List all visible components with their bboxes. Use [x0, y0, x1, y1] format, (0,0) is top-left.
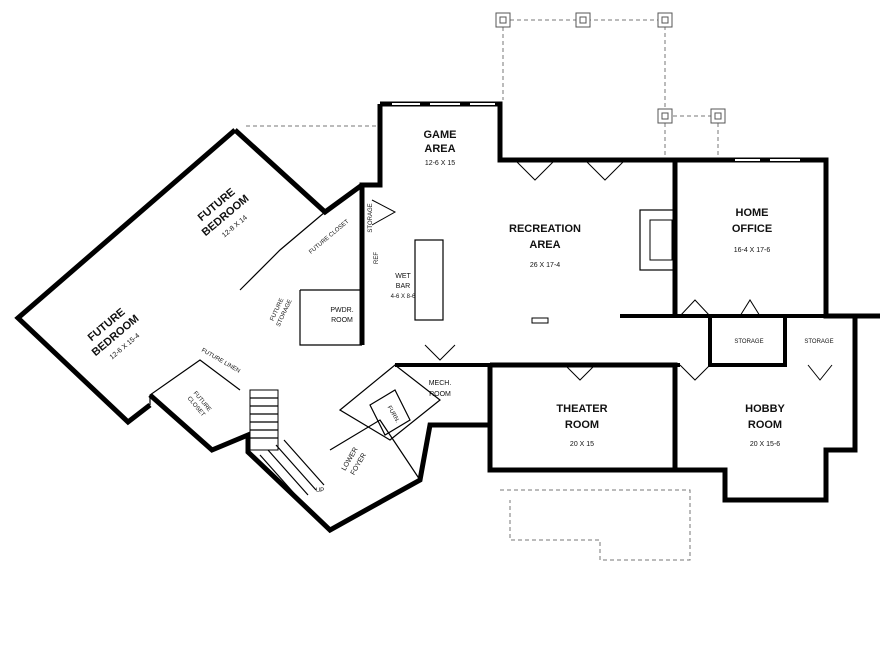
office-name2: OFFICE: [732, 223, 772, 235]
room-recreation-area: RECREATION AREA 26 X 17-4: [509, 223, 581, 269]
office-name1: HOME: [736, 207, 769, 219]
future-storage-label: FUTURE STORAGE: [270, 298, 294, 328]
room-theater: THEATER ROOM 20 X 15: [556, 403, 607, 448]
room-wet-bar: WET BAR 4-6 X 8-6: [391, 273, 416, 300]
pwdr-name2: ROOM: [331, 317, 353, 324]
future-linen-label: FUTURE LINEN: [200, 348, 241, 375]
theater-name2: ROOM: [565, 419, 599, 431]
game-area-name2: AREA: [424, 143, 455, 155]
exterior-walls: [14, 101, 880, 534]
mech-name1: MECH.: [429, 380, 452, 387]
doors: [371, 159, 833, 381]
room-mech: MECH. ROOM: [429, 380, 452, 398]
room-home-office: HOME OFFICE 16-4 X 17-6: [732, 207, 772, 254]
hobby-dims: 20 X 15-6: [750, 441, 780, 448]
recreation-dims: 26 X 17-4: [530, 262, 560, 269]
storage-c-label: STORAGE: [804, 339, 833, 345]
furn-label: FURN.: [386, 405, 401, 424]
storage-b-label: STORAGE: [734, 339, 763, 345]
game-area-dims: 12-6 X 15: [425, 160, 455, 167]
room-future-bedroom-1: FUTURE BEDROOM 12-8 X 14: [196, 186, 252, 239]
interior-walls: [149, 103, 800, 501]
recreation-name1: RECREATION: [509, 223, 581, 235]
wetbar-name1: WET: [395, 273, 411, 280]
ref-label: REF: [374, 252, 380, 264]
stair-up-label: UP: [316, 488, 324, 494]
game-area-name1: GAME: [424, 129, 457, 141]
room-game-area: GAME AREA 12-6 X 15: [424, 129, 457, 167]
mech-name2: ROOM: [429, 391, 451, 398]
room-hobby: HOBBY ROOM 20 X 15-6: [745, 403, 785, 448]
recreation-name2: AREA: [529, 239, 560, 251]
patio-outline: [500, 489, 691, 561]
room-lower-foyer: LOWER FOYER: [341, 446, 368, 476]
pwdr-name1: PWDR.: [330, 307, 353, 314]
room-pwdr: PWDR. ROOM: [330, 307, 353, 324]
future-closet-a-label: FUTURE CLOSET: [308, 219, 350, 256]
wetbar-name2: BAR: [396, 283, 410, 290]
theater-dims: 20 X 15: [570, 441, 594, 448]
wetbar-dims: 4-6 X 8-6: [391, 294, 416, 300]
hobby-name2: ROOM: [748, 419, 782, 431]
storage-a-label: STORAGE: [368, 203, 374, 232]
office-dims: 16-4 X 17-6: [734, 247, 771, 254]
hobby-name1: HOBBY: [745, 403, 785, 415]
stairs: [249, 389, 325, 501]
theater-name1: THEATER: [556, 403, 607, 415]
room-future-bedroom-2: FUTURE BEDROOM 12-6 X 15-4: [86, 306, 142, 361]
deck-outline: [246, 12, 726, 160]
future-closet-b-label: FUTURE CLOSET: [186, 391, 212, 419]
